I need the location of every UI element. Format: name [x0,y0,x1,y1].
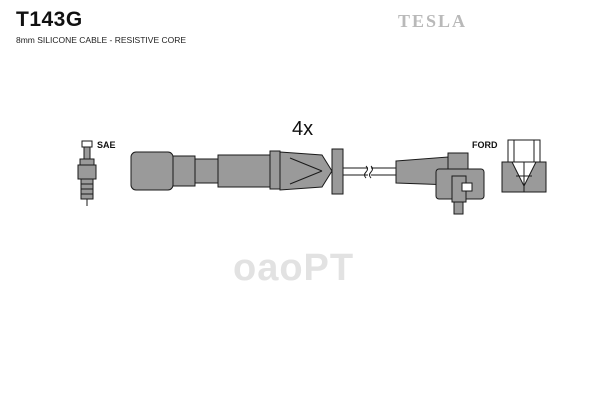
coil-boot [395,152,485,215]
part-number: T143G [16,8,83,31]
spark-plug-boot [130,148,344,195]
ford-connector-label: FORD [472,140,498,150]
spark-plug-icon [77,140,97,206]
quantity-label: 4x [292,118,314,140]
brand-logo: TESLA [398,11,468,31]
watermark: oaoPT [233,247,355,289]
sae-connector-label: SAE [97,140,116,150]
cable-spec-subtitle: 8mm SILICONE CABLE - RESISTIVE CORE [16,35,187,45]
ignition-cable [343,165,396,179]
coil-connector-icon [501,139,547,193]
